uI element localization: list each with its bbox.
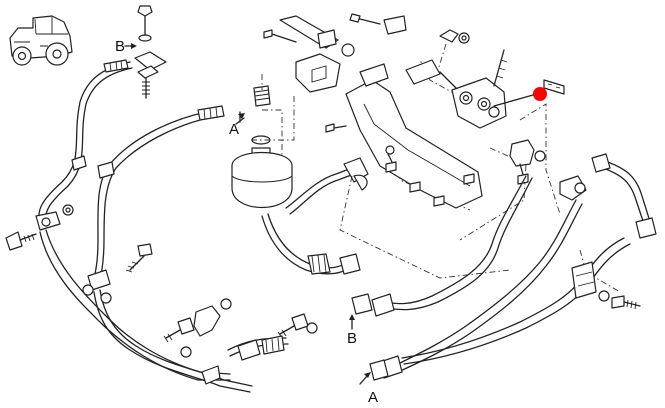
lower-hose-fittings [201,335,289,385]
top-clamp-assembly [134,5,167,99]
hose-left-main [38,59,231,381]
label-a-top: A [229,121,239,138]
valve-bracket [279,15,483,209]
hose-right-pipes [351,153,657,381]
highlight-dot [533,87,547,101]
arrow-a-top [235,111,245,125]
arrow-b-bottom [349,314,355,330]
label-a-bottom: A [368,389,378,406]
arrow-a-bottom [359,372,371,385]
bolt-lower-left [163,317,195,358]
tractor-icon [9,15,73,66]
accumulator-sphere [231,85,293,208]
elbow-fitting-lower [193,298,232,337]
mid-tee-fitting [82,269,112,304]
left-tee-fitting [35,204,74,231]
bolt-lower-center [277,313,318,339]
hose-center [261,157,369,275]
control-valve-block [405,29,508,129]
label-b-bottom: B [347,330,357,347]
tee-fitting-right [509,139,587,201]
arrow-b-top [124,43,137,49]
banjo-bolt-left [5,231,37,251]
bolt-mid-left [125,243,153,273]
retaining-clip [543,79,565,95]
bracket-hardware [263,13,475,207]
pipe-clamp-bracket [571,261,641,310]
label-b-top: B [115,38,125,55]
hose-left-secondary [91,105,253,393]
highlight-leader [493,94,534,107]
